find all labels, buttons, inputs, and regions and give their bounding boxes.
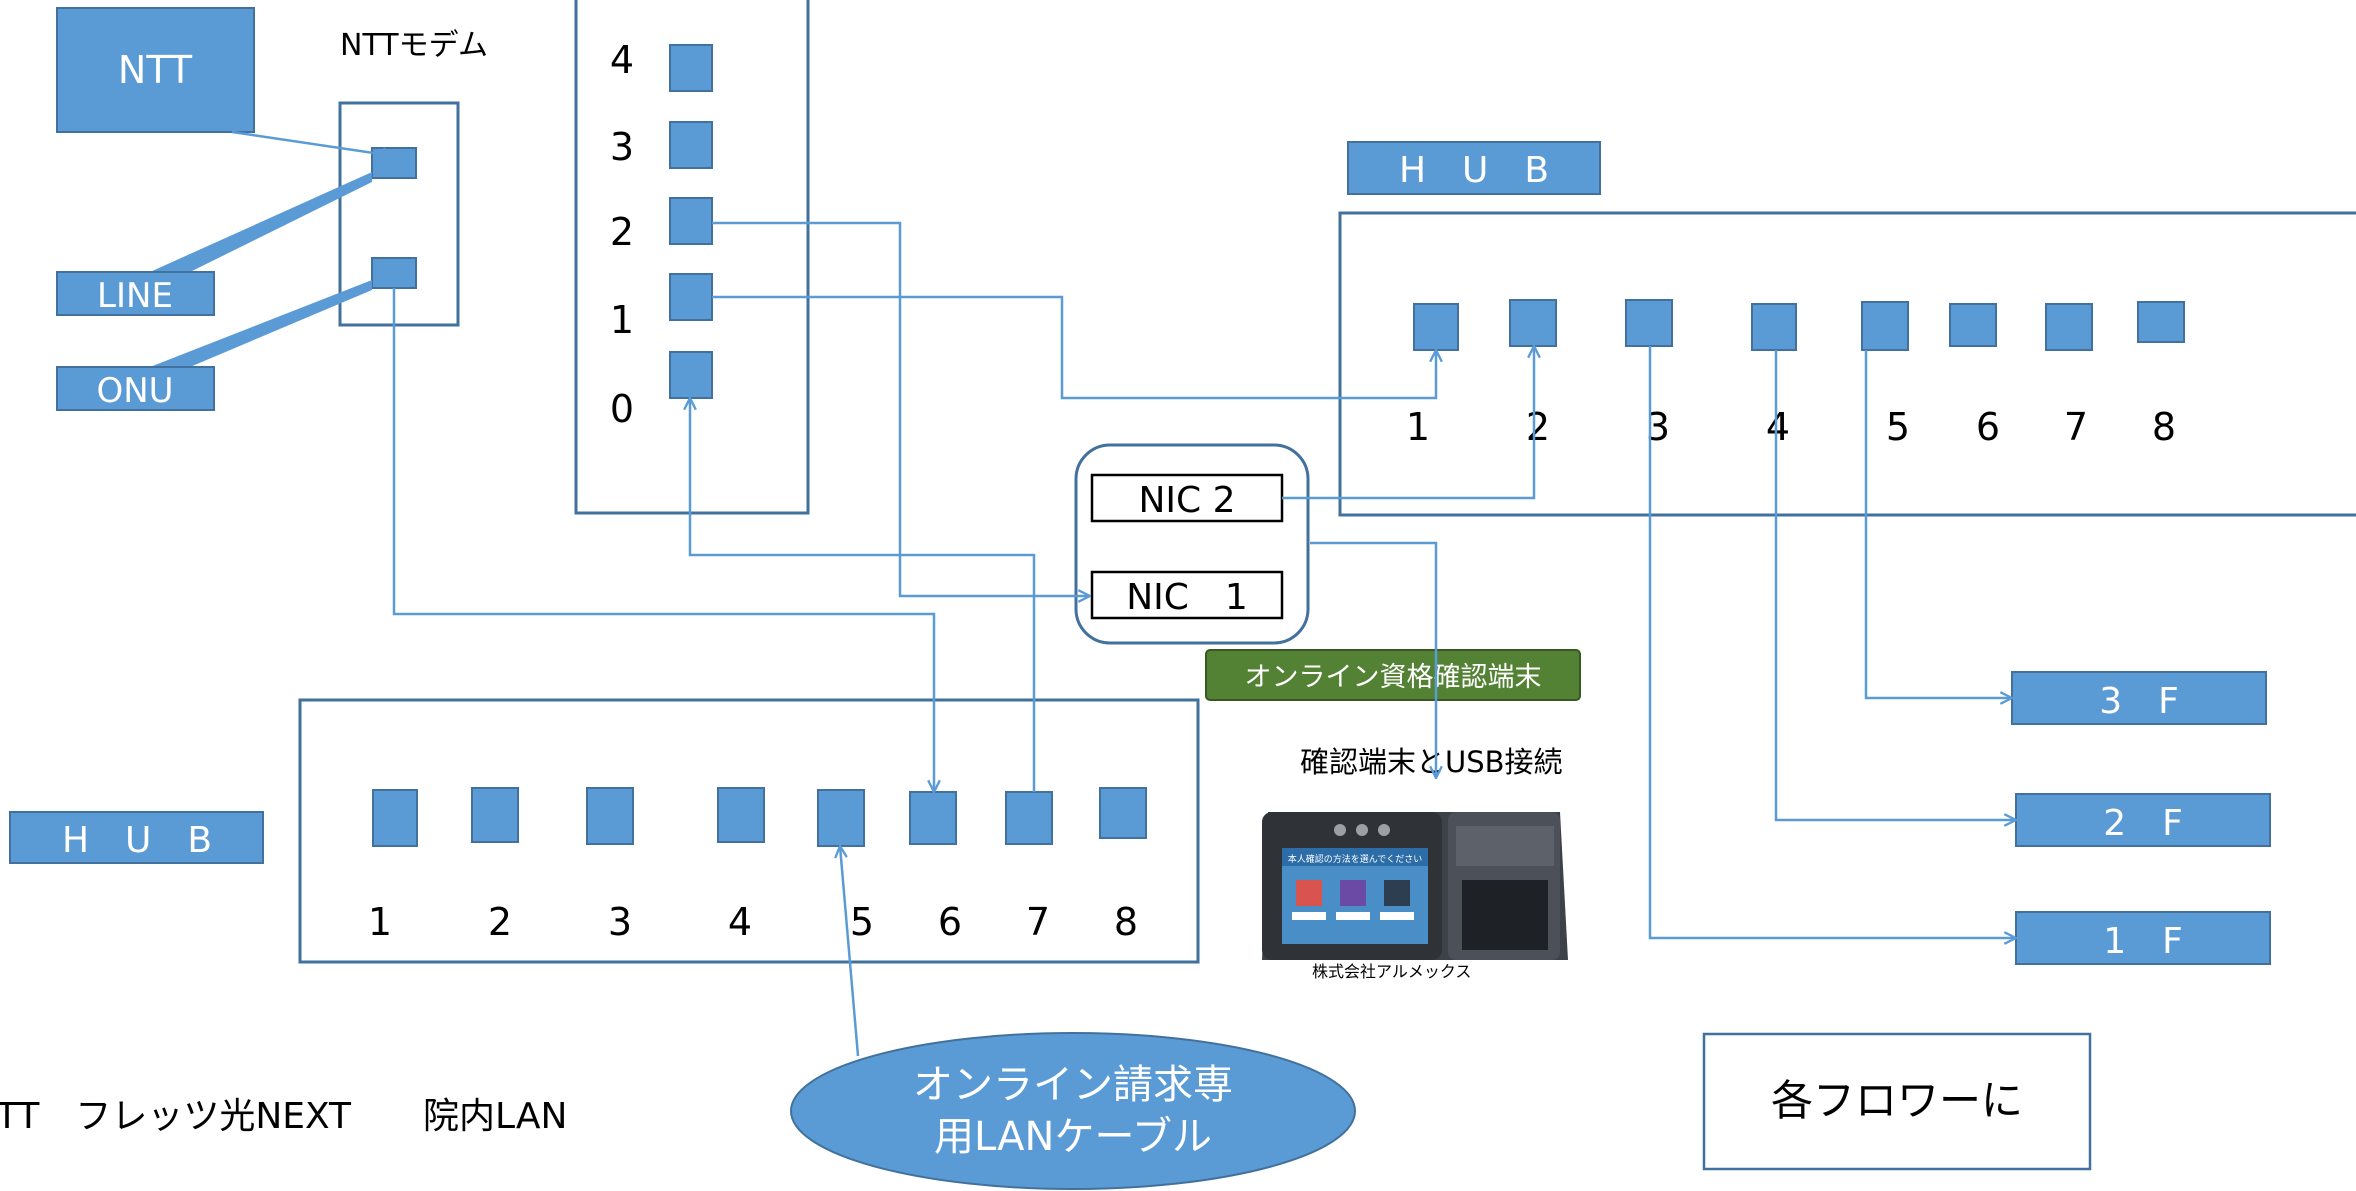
wire-hub3-1f (1648, 346, 2016, 938)
wire-router1-hub1 (712, 295, 1436, 400)
onu-callout-wedge (150, 280, 372, 367)
hub-right-port-2 (1509, 299, 1557, 347)
hub-left-port-label: 3 (608, 900, 632, 944)
hub-right-port-7 (2045, 303, 2093, 351)
cable-label-line1: オンライン請求専 (913, 1062, 1233, 1108)
wire-pc-terminal-usb (1310, 541, 1436, 778)
usb-note: 確認端末とUSB接続 (1300, 745, 1563, 779)
ntt-label: NTT (118, 48, 193, 92)
line-callout-wedge (150, 172, 372, 272)
wire-router2-nic1 (712, 221, 1090, 596)
terminal-vendor: 株式会社アルメックス (1312, 962, 1471, 981)
hub-left-title: H U B (62, 820, 212, 861)
floor-3f: 3 F (2011, 671, 2267, 725)
hub-right-port-3 (1625, 299, 1673, 347)
hub-left-port-7 (1005, 791, 1053, 845)
hub-right-port-label: 1 (1406, 405, 1430, 449)
hub-right-port-label: 5 (1886, 405, 1910, 449)
terminal-screen-text: 本人確認の方法を選んでください (1288, 853, 1423, 865)
terminal-badge: オンライン資格確認端末 (1205, 649, 1581, 701)
hub-right-port-label: 7 (2064, 405, 2088, 449)
hub-right: H U B 1 2 3 4 5 6 7 8 (1338, 141, 2356, 517)
router-port-label: 3 (610, 125, 634, 169)
hub-left-port-5 (817, 789, 865, 847)
wire-nic2-hub2 (1282, 346, 1534, 500)
hub-right-port-label: 4 (1766, 405, 1790, 449)
router-port-label: 2 (610, 210, 634, 254)
wire-onu-hub5 (392, 288, 934, 792)
floor-1f: 1 F (2015, 911, 2271, 965)
hub-left-port-label: 4 (728, 900, 752, 944)
connections (231, 130, 2016, 1057)
floors-note: 各フロワーに (1771, 1076, 2023, 1125)
lan-note: TT フレッツ光NEXT 院内LAN (0, 1096, 567, 1137)
router: 4 3 2 1 0 (574, 0, 810, 515)
hub-left-port-1 (372, 789, 418, 847)
wire-hub4-2f (1774, 350, 2016, 820)
hub-left-port-label: 6 (938, 900, 962, 944)
router-port-label: 1 (610, 298, 634, 342)
hub-right-port-6 (1949, 303, 1997, 347)
hub-left-port-6 (909, 791, 957, 845)
hub-left-port-label: 2 (488, 900, 512, 944)
floor-2f: 2 F (2015, 793, 2271, 847)
hub-left-port-3 (586, 787, 634, 845)
router-port-4 (669, 44, 713, 92)
router-port-label: 0 (610, 387, 634, 431)
modem-title: NTTモデム (340, 28, 488, 63)
nic2-box (1090, 473, 1284, 523)
cable-label-line2: 用LANケーブル (934, 1114, 1212, 1160)
hub-right-port-5 (1861, 301, 1909, 351)
router-port-label: 4 (610, 38, 634, 82)
hub-left-port-label: 5 (850, 900, 874, 944)
cable-callout: オンライン請求専 用LANケーブル (790, 1032, 1356, 1190)
terminal-badge-label: オンライン資格確認端末 (1245, 662, 1542, 693)
wire-hub5-3f (1864, 350, 2012, 698)
floor-2f-label: 2 F (2103, 803, 2183, 844)
hub-left-port-label: 1 (368, 900, 392, 944)
nic1-box (1090, 570, 1284, 620)
hub-right-port-4 (1751, 303, 1797, 351)
router-port-3 (669, 121, 713, 169)
hub-left: H U B 1 2 3 4 5 6 7 8 (9, 698, 1200, 964)
modem-port-onu (371, 257, 417, 289)
onu-label-box: ONU (56, 366, 215, 411)
floors-note-box: 各フロワーに (1702, 1032, 2092, 1171)
hub-left-port-2 (471, 787, 519, 843)
wire-callout-hub5 (840, 846, 860, 1057)
router-port-2 (669, 197, 713, 245)
router-port-0 (669, 351, 713, 399)
onu-label: ONU (96, 371, 173, 411)
line-label: LINE (97, 276, 173, 316)
nic1-label: NIC 1 (1126, 577, 1248, 618)
hub-left-port-8 (1099, 787, 1147, 839)
wire-hub7-router0 (690, 398, 1036, 792)
terminal-device-image: 本人確認の方法を選んでください (1262, 812, 1568, 960)
floor-1f-label: 1 F (2103, 921, 2183, 962)
hub-right-port-label: 2 (1526, 405, 1550, 449)
hub-right-title: H U B (1399, 150, 1549, 191)
hub-right-port-1 (1413, 303, 1459, 351)
hub-right-port-8 (2137, 301, 2185, 343)
hub-left-port-4 (717, 787, 765, 843)
wire-ntt-modem (231, 130, 394, 156)
hub-left-port-label: 7 (1026, 900, 1050, 944)
pc-nic-box: NIC 2 NIC 1 (1074, 443, 1310, 645)
hub-right-port-label: 6 (1976, 405, 2000, 449)
floor-3f-label: 3 F (2099, 681, 2179, 722)
router-port-1 (669, 273, 713, 321)
hub-left-port-label: 8 (1114, 900, 1138, 944)
hub-right-port-label: 8 (2152, 405, 2176, 449)
line-label-box: LINE (56, 271, 215, 316)
ntt-node: NTT (56, 7, 255, 133)
nic2-label: NIC 2 (1138, 480, 1235, 521)
